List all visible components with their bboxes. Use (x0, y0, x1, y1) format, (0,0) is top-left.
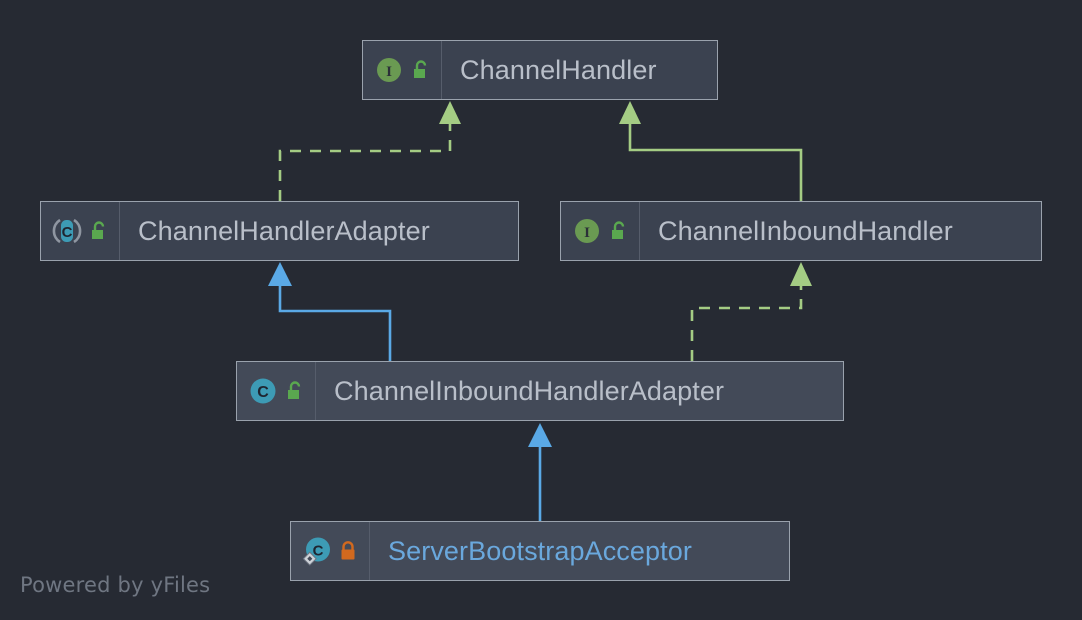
svg-text:I: I (584, 225, 590, 241)
uml-node-channel-inbound-handler[interactable]: I ChannelInboundHandler (560, 201, 1042, 261)
node-label: ChannelHandler (460, 54, 657, 85)
node-icon-group: C (237, 362, 316, 420)
uml-node-channel-inbound-handler-adapter[interactable]: C ChannelInboundHandlerAdapter (236, 361, 844, 421)
uml-node-channel-handler-adapter[interactable]: C ChannelHandlerAdapter (40, 201, 519, 261)
interface-icon: I (572, 216, 602, 246)
edge-adapter-realizes-handler (278, 101, 461, 201)
lock-icon (338, 540, 358, 562)
edge-inbound-extends-handler (619, 101, 803, 201)
class-icon: C (248, 376, 278, 406)
inner-class-icon: C (302, 536, 332, 566)
node-icon-group: I (363, 41, 442, 99)
unlock-icon (88, 220, 108, 242)
uml-node-channel-handler[interactable]: I ChannelHandler (362, 40, 718, 100)
node-label: ChannelInboundHandler (658, 215, 953, 246)
node-label: ServerBootstrapAcceptor (388, 535, 692, 566)
node-icon-group: I (561, 202, 640, 260)
edge-inboundadapter-extends-adapter (268, 262, 392, 361)
svg-text:C: C (313, 543, 324, 560)
edge-acceptor-extends-inboundadapter (528, 423, 552, 521)
svg-text:I: I (386, 64, 392, 80)
abstract-class-icon: C (52, 216, 82, 246)
node-label: ChannelHandlerAdapter (138, 215, 430, 246)
unlock-icon (284, 380, 304, 402)
svg-text:C: C (62, 224, 73, 241)
interface-icon: I (374, 55, 404, 85)
svg-text:C: C (257, 384, 269, 401)
node-icon-group: C (41, 202, 120, 260)
unlock-icon (410, 59, 430, 81)
uml-node-server-bootstrap-acceptor[interactable]: C ServerBootstrapAcceptor (290, 521, 790, 581)
unlock-icon (608, 220, 628, 242)
node-label: ChannelInboundHandlerAdapter (334, 375, 725, 406)
yfiles-watermark: Powered by yFiles (20, 573, 211, 597)
node-icon-group: C (291, 522, 370, 580)
edge-inboundadapter-realizes-inbound (690, 262, 812, 361)
